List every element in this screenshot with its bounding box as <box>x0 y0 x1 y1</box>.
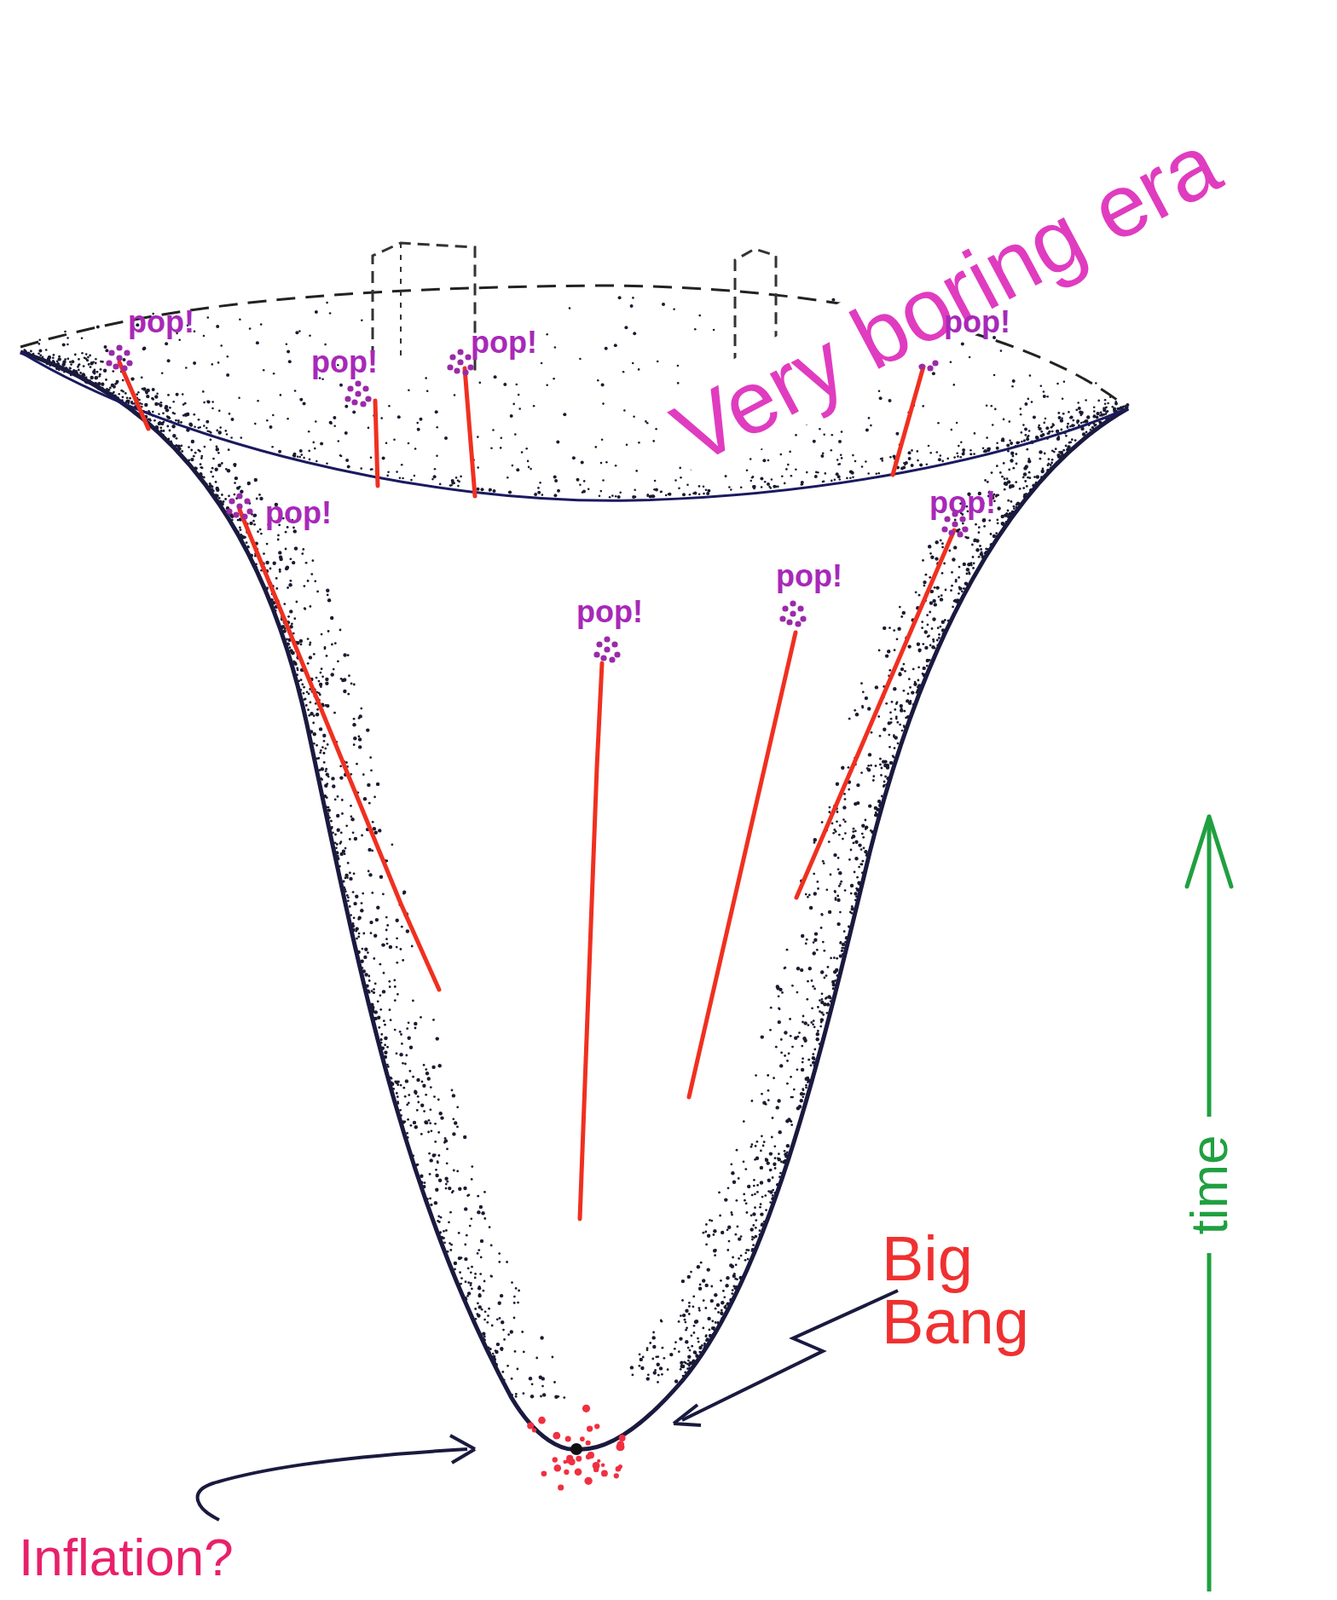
funnel-right-side <box>576 408 1129 1450</box>
big-bang-leader <box>682 1290 898 1421</box>
funnel-left-side <box>20 352 577 1450</box>
pop-label: pop! <box>127 306 195 338</box>
pop-label: pop! <box>470 327 538 359</box>
pop-label: pop! <box>943 306 1011 338</box>
inflation-label: Inflation? <box>18 1531 234 1585</box>
front-rim <box>20 352 1129 501</box>
pop-label: pop! <box>929 487 996 519</box>
pop-label: pop! <box>311 347 378 378</box>
pop-label: pop! <box>265 497 332 529</box>
big-bang-label: Big Bang <box>881 1227 1087 1355</box>
big-bang-burst <box>526 1405 626 1492</box>
pop-label: pop! <box>775 561 843 592</box>
arrowhead <box>673 1405 701 1426</box>
era-label: Very boring era <box>654 114 1239 483</box>
time-arrowhead <box>1186 816 1232 887</box>
time-axis-label: time <box>1182 1134 1236 1235</box>
pop-label: pop! <box>576 596 643 628</box>
big-bang-point <box>570 1443 583 1456</box>
inflation-leader <box>197 1449 468 1521</box>
tower <box>372 243 475 376</box>
world-lines <box>119 362 955 1220</box>
tower-edge <box>399 243 402 359</box>
arrowhead <box>450 1435 475 1464</box>
